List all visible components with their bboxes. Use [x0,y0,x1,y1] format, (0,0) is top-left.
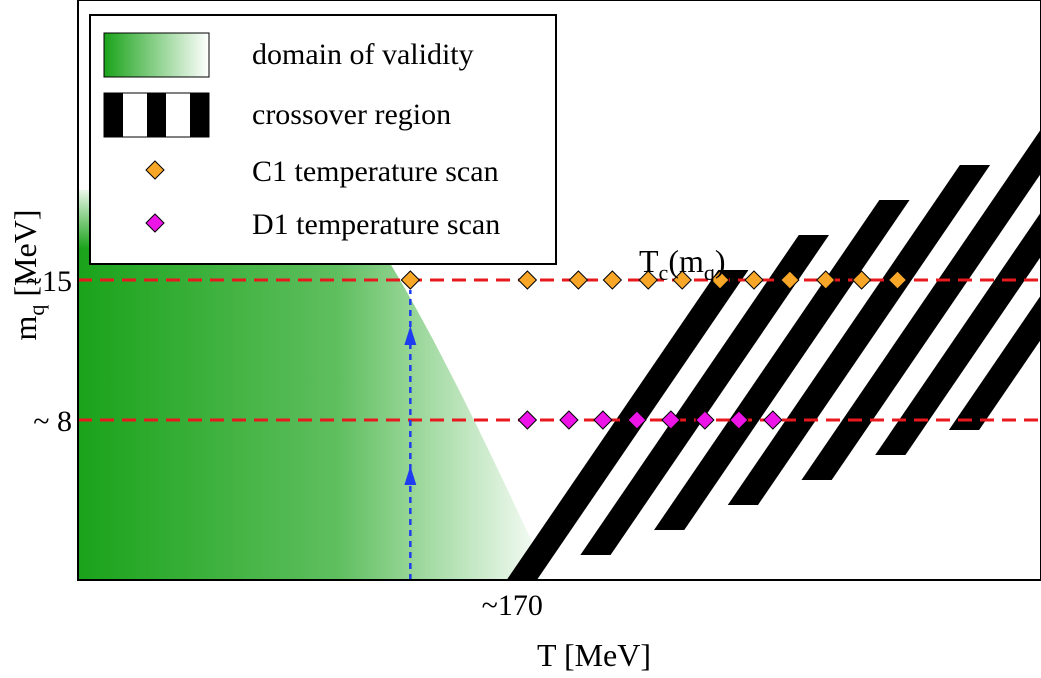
c1-point [602,270,623,290]
y-tick-label: ~15 [26,265,72,298]
x-tick-label: ~170 [482,589,543,622]
legend-crossover-swatch [103,92,210,138]
legend-c1-label: C1 temperature scan [252,155,499,188]
c1-point [780,270,800,290]
crossover-stripe [506,270,749,580]
c1-point [744,270,764,290]
d1-point [695,410,715,430]
d1-point [729,410,749,430]
arrow-head [404,466,417,485]
c1-point [887,270,908,290]
crossover-stripe [875,212,1041,455]
d1-point [593,410,613,430]
crossover-stripe [948,295,1041,430]
legend-validity-label: domain of validity [252,38,474,71]
crossover-stripe [654,200,910,530]
legend-d1-label: D1 temperature scan [252,208,500,241]
d1-point [559,410,579,430]
c1-point [672,270,692,290]
c1-point [816,270,836,290]
d1-point [763,410,783,430]
legend-c1-marker [145,160,165,180]
legend: domain of validity crossover region C1 t… [89,14,557,265]
tc-annotation: Tc(mq) [639,243,726,285]
c1-point [851,270,872,290]
crossover-stripe [580,235,830,555]
c1-point [638,270,658,290]
d1-point [627,410,647,430]
legend-validity-swatch [103,32,210,78]
crossover-stripe [801,130,1041,480]
y-axis-label: mq [MeV] [7,210,49,341]
plot-frame [77,0,1041,581]
legend-crossover-label: crossover region [252,98,451,131]
crossover-stripe [727,165,991,505]
c1-point [568,270,589,290]
validity-region-fade [78,190,551,580]
arrow-head [404,326,417,345]
legend-d1-marker [145,213,165,233]
x-axis-label: T [MeV] [537,637,651,673]
c1-point [710,270,730,290]
y-tick-label: ~ 8 [33,405,72,438]
c1-point [400,270,421,290]
c1-point [517,270,538,290]
d1-point [661,410,681,430]
d1-point [517,410,538,430]
